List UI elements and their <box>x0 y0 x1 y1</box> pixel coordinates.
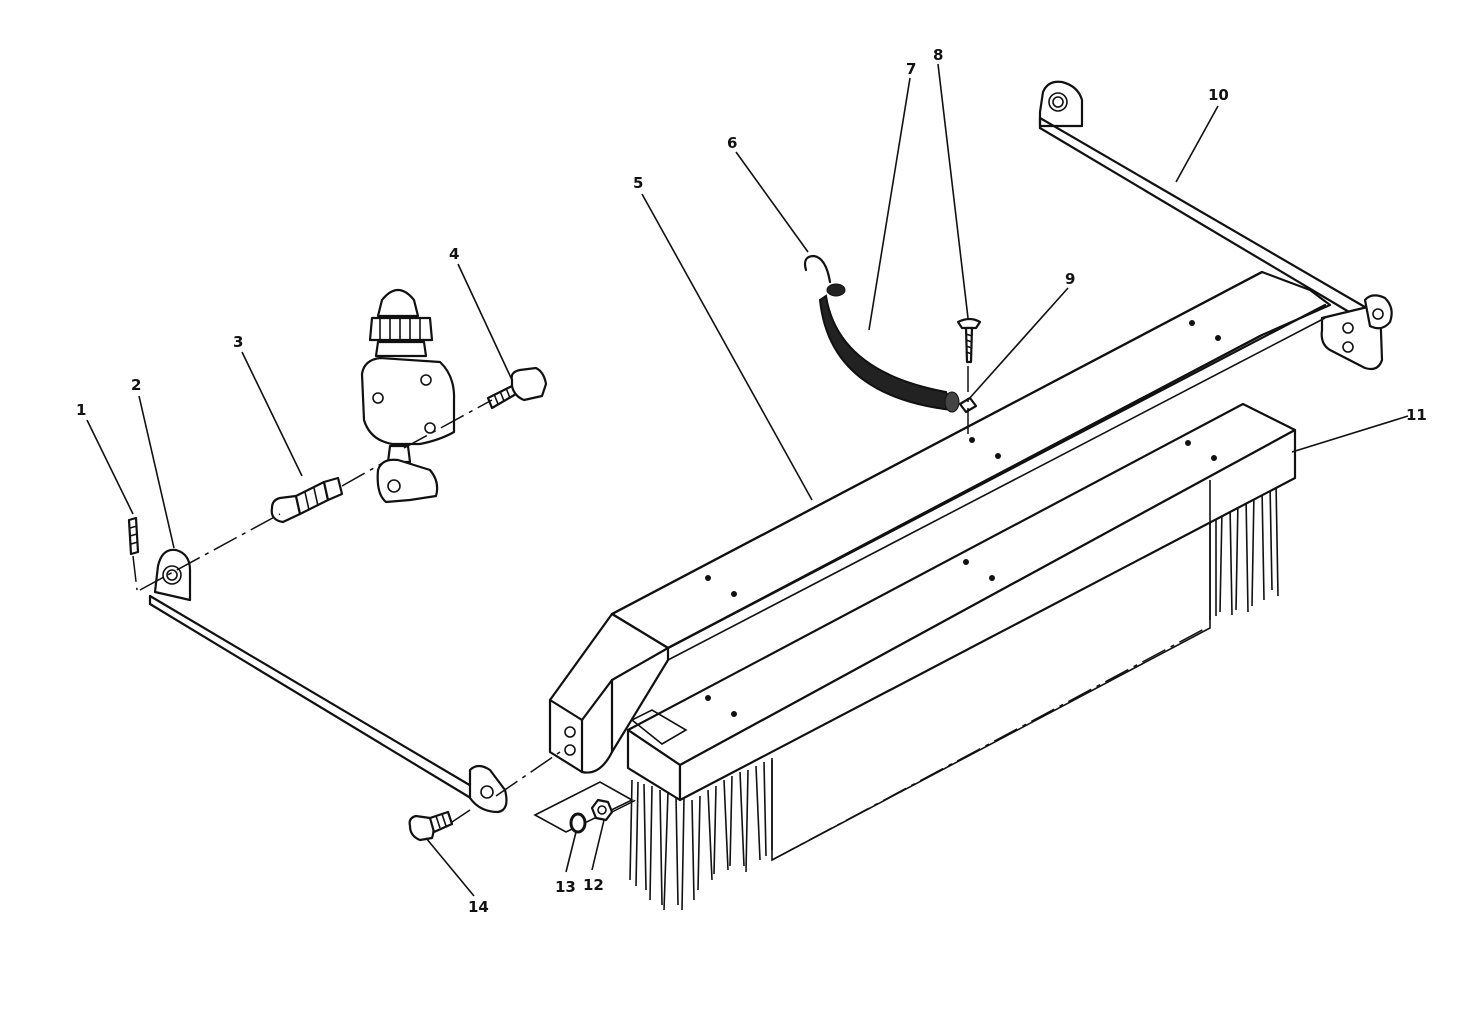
pivot-shaft <box>270 476 344 524</box>
swivel-knob-fixture <box>360 288 456 504</box>
callout-labels: 1 2 3 4 5 6 7 8 9 10 11 12 13 14 <box>76 46 1427 916</box>
brush-assembly <box>533 402 1297 911</box>
callout-2: 2 <box>131 376 141 394</box>
callout-5: 5 <box>633 174 643 192</box>
callout-8: 8 <box>933 46 943 64</box>
clip <box>958 396 978 414</box>
callout-10: 10 <box>1208 86 1229 104</box>
left-bracket-arm <box>148 548 508 814</box>
callout-13: 13 <box>555 878 576 896</box>
main-frame-channel <box>548 270 1332 774</box>
leader-lines <box>86 63 1409 897</box>
callout-12: 12 <box>583 876 604 894</box>
bolt <box>486 366 548 410</box>
callout-1: 1 <box>76 401 86 419</box>
callout-14: 14 <box>468 898 489 916</box>
callout-9: 9 <box>1065 270 1075 288</box>
callout-4: 4 <box>449 245 459 263</box>
callout-6: 6 <box>727 134 737 152</box>
washer <box>569 812 587 834</box>
nut <box>590 798 614 822</box>
roll-pin <box>127 516 140 556</box>
screw <box>956 317 982 364</box>
bolt-lower <box>408 810 454 842</box>
assembly-centerlines <box>132 366 1207 861</box>
callout-11: 11 <box>1406 406 1427 424</box>
brush-bristles <box>629 481 1279 911</box>
callout-3: 3 <box>233 333 243 351</box>
callout-7: 7 <box>906 60 916 78</box>
spring-hook <box>803 254 832 284</box>
right-bracket-arm <box>1038 80 1393 371</box>
spring-tube <box>818 283 960 413</box>
